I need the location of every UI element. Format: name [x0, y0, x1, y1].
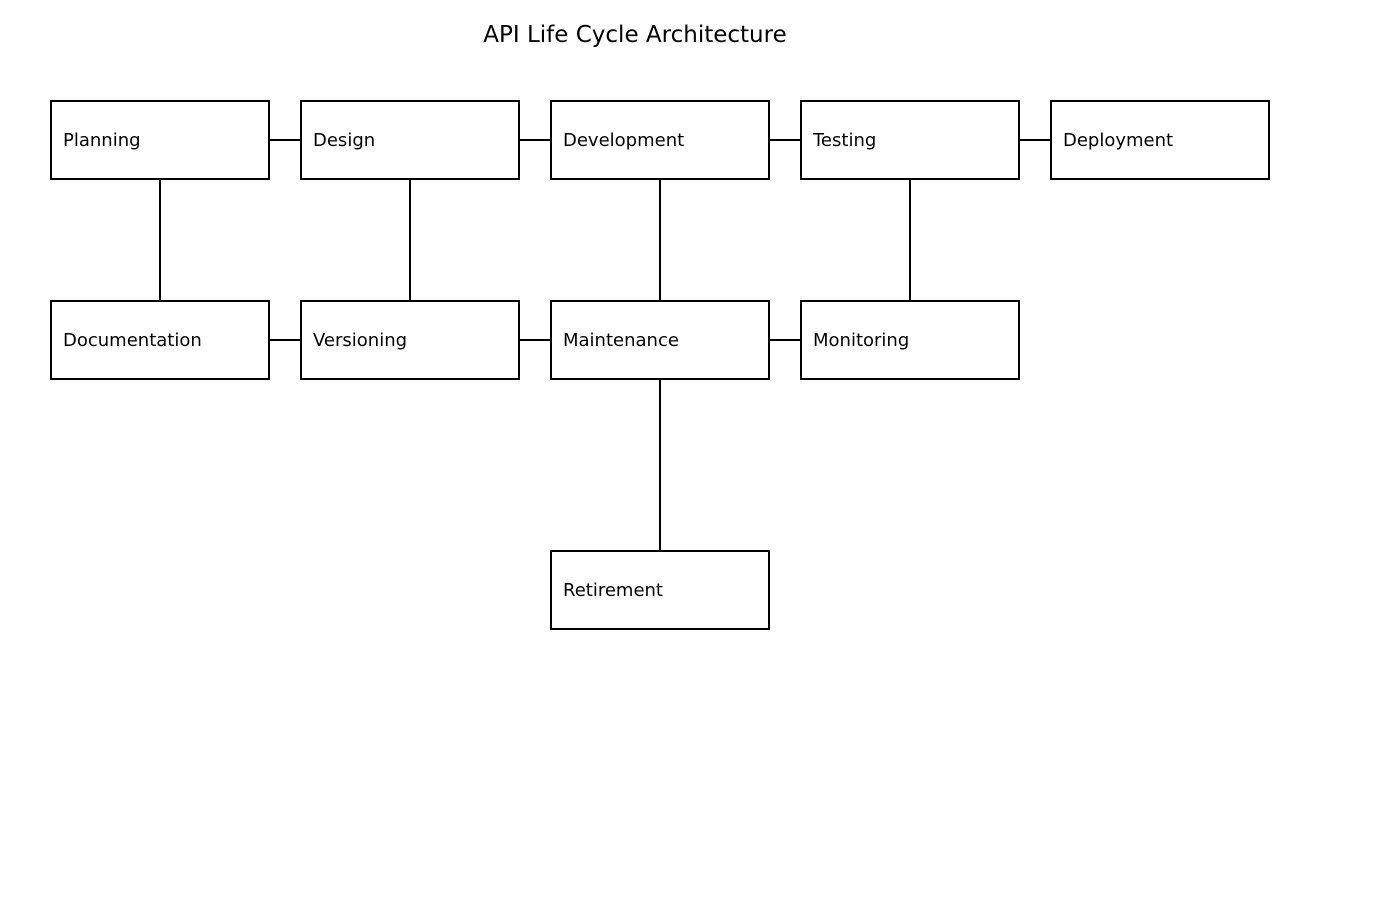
diagram-node-monitoring: Monitoring: [800, 300, 1020, 380]
connector-development-testing: [770, 139, 800, 141]
connector-maintenance-retirement: [659, 380, 661, 550]
diagram-node-deployment: Deployment: [1050, 100, 1270, 180]
diagram-node-retirement: Retirement: [550, 550, 770, 630]
connector-planning-design: [270, 139, 300, 141]
node-label: Retirement: [563, 579, 663, 601]
connector-design-versioning: [409, 180, 411, 300]
diagram-node-documentation: Documentation: [50, 300, 270, 380]
connector-documentation-versioning: [270, 339, 300, 341]
node-label: Maintenance: [563, 329, 679, 351]
connector-testing-monitoring: [909, 180, 911, 300]
diagram-node-design: Design: [300, 100, 520, 180]
connector-versioning-maintenance: [520, 339, 550, 341]
diagram-node-versioning: Versioning: [300, 300, 520, 380]
diagram-node-development: Development: [550, 100, 770, 180]
node-label: Monitoring: [813, 329, 910, 351]
node-label: Deployment: [1063, 129, 1174, 151]
node-label: Design: [313, 129, 376, 151]
diagram-node-testing: Testing: [800, 100, 1020, 180]
connector-maintenance-monitoring: [770, 339, 800, 341]
diagram-node-maintenance: Maintenance: [550, 300, 770, 380]
node-label: Development: [563, 129, 685, 151]
diagram-node-planning: Planning: [50, 100, 270, 180]
node-label: Testing: [813, 129, 877, 151]
node-label: Versioning: [313, 329, 408, 351]
connector-testing-deployment: [1020, 139, 1050, 141]
diagram-title: API Life Cycle Architecture: [483, 22, 787, 48]
node-label: Documentation: [63, 329, 202, 351]
connector-design-development: [520, 139, 550, 141]
connector-planning-documentation: [159, 180, 161, 300]
connector-development-maintenance: [659, 180, 661, 300]
node-label: Planning: [63, 129, 141, 151]
